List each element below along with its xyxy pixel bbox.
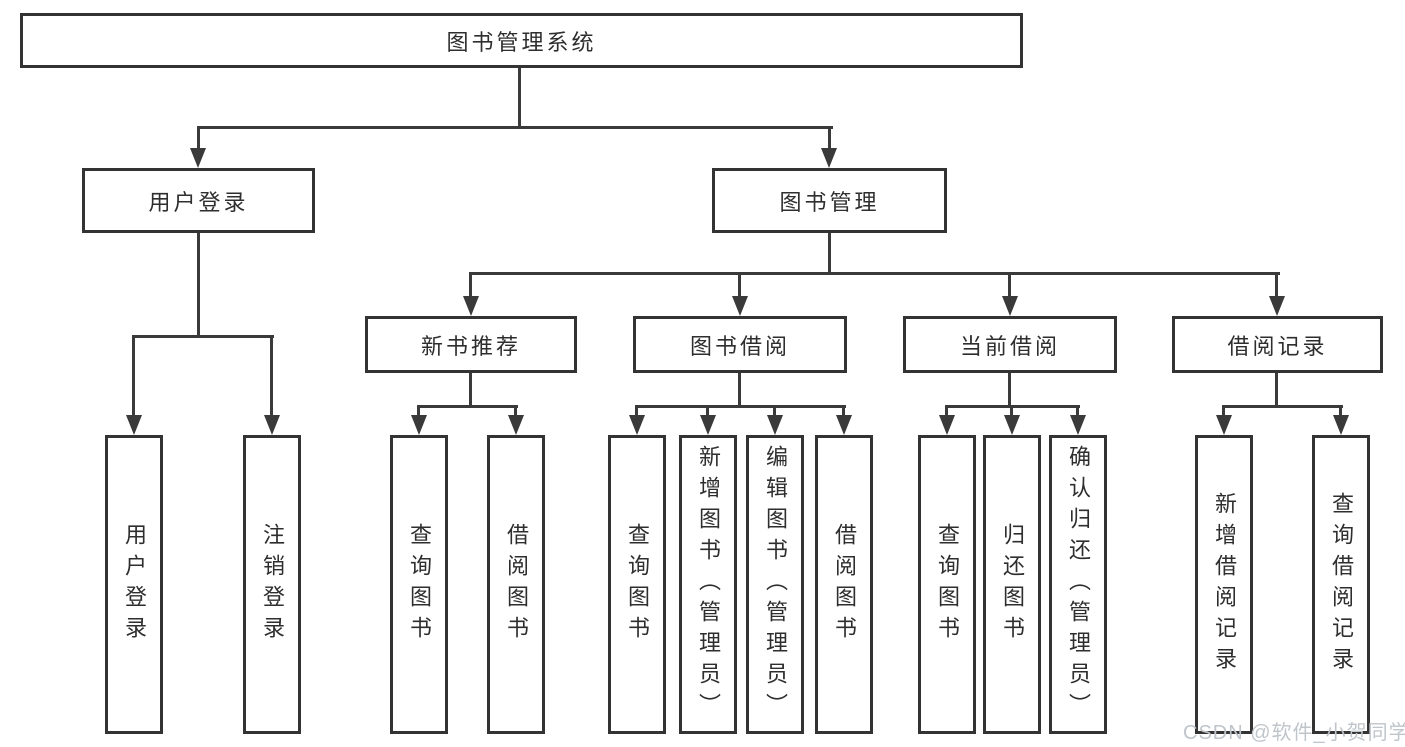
arrow-down-icon: [1002, 296, 1018, 316]
connector-line: [417, 405, 518, 408]
connector-line: [469, 373, 472, 407]
node-book-borrowing-label: 图书借阅: [689, 333, 790, 359]
leaf-query-books-3-label: 查询图书: [935, 522, 960, 647]
arrow-down-icon: [821, 148, 837, 168]
connector-line: [518, 68, 521, 129]
leaf-logout-label: 注销登录: [260, 522, 285, 647]
connector-line: [132, 335, 274, 338]
arrow-down-icon: [126, 415, 142, 435]
node-borrow-records-label: 借阅记录: [1227, 333, 1328, 359]
connector-line: [773, 405, 776, 417]
leaf-borrow-books-1: 借阅图书: [487, 435, 545, 734]
leaf-logout: 注销登录: [243, 435, 301, 734]
connector-line: [1222, 405, 1225, 417]
connector-line: [1339, 405, 1342, 417]
leaf-borrow-books-2: 借阅图书: [815, 435, 873, 734]
arrow-down-icon: [508, 415, 524, 435]
node-new-book-recommend-label: 新书推荐: [420, 333, 521, 359]
connector-line: [132, 335, 135, 418]
leaf-confirm-return-admin: 确认归还（管理员）: [1049, 435, 1107, 734]
connector-line: [635, 405, 638, 417]
leaf-return-book: 归还图书: [983, 435, 1041, 734]
node-root-label: 图书管理系统: [446, 29, 597, 55]
node-book-management-label: 图书管理: [779, 189, 880, 215]
leaf-add-book-admin-label: 新增图书（管理员）: [696, 445, 721, 724]
leaf-query-books-3: 查询图书: [918, 435, 976, 734]
connector-line: [828, 126, 831, 152]
leaf-edit-book-admin-label: 编辑图书（管理员）: [763, 445, 788, 724]
connector-line: [514, 405, 517, 417]
arrow-down-icon: [767, 415, 783, 435]
node-new-book-recommend: 新书推荐: [365, 316, 577, 373]
leaf-query-borrow-record: 查询借阅记录: [1312, 435, 1370, 734]
node-book-borrowing: 图书借阅: [633, 316, 847, 373]
connector-line: [635, 405, 846, 408]
arrow-down-icon: [939, 415, 955, 435]
leaf-return-book-label: 归还图书: [1000, 522, 1025, 647]
arrow-down-icon: [732, 296, 748, 316]
connector-line: [1008, 373, 1011, 407]
watermark: CSDN @软件_小贺同学: [1183, 722, 1405, 744]
connector-line: [945, 405, 948, 417]
arrow-down-icon: [1269, 296, 1285, 316]
connector-line: [469, 272, 472, 298]
arrow-down-icon: [1004, 415, 1020, 435]
connector-line: [738, 373, 741, 407]
arrow-down-icon: [463, 296, 479, 316]
connector-line: [417, 405, 420, 417]
arrow-down-icon: [629, 415, 645, 435]
node-book-management: 图书管理: [712, 168, 947, 233]
arrow-down-icon: [700, 415, 716, 435]
connector-line: [1010, 405, 1013, 417]
node-user-login: 用户登录: [82, 168, 315, 233]
node-user-login-label: 用户登录: [148, 189, 249, 215]
connector-line: [197, 126, 833, 129]
leaf-add-borrow-record: 新增借阅记录: [1195, 435, 1253, 734]
connector-line: [828, 233, 831, 274]
connector-line: [1275, 272, 1278, 298]
arrow-down-icon: [264, 415, 280, 435]
leaf-edit-book-admin: 编辑图书（管理员）: [746, 435, 804, 734]
connector-line: [469, 272, 1280, 275]
node-current-borrowing: 当前借阅: [903, 316, 1117, 373]
connector-line: [1076, 405, 1079, 417]
arrow-down-icon: [836, 415, 852, 435]
connector-line: [1222, 405, 1343, 408]
arrow-down-icon: [190, 148, 206, 168]
leaf-user-login: 用户登录: [105, 435, 163, 734]
connector-line: [706, 405, 709, 417]
leaf-query-books-2-label: 查询图书: [625, 522, 650, 647]
node-current-borrowing-label: 当前借阅: [959, 333, 1060, 359]
leaf-borrow-books-2-label: 借阅图书: [832, 522, 857, 647]
node-root: 图书管理系统: [20, 13, 1023, 68]
arrow-down-icon: [411, 415, 427, 435]
leaf-borrow-books-1-label: 借阅图书: [504, 522, 529, 647]
connector-line: [842, 405, 845, 417]
node-borrow-records: 借阅记录: [1172, 316, 1383, 373]
arrow-down-icon: [1216, 415, 1232, 435]
connector-line: [1008, 272, 1011, 298]
leaf-query-books-1: 查询图书: [390, 435, 448, 734]
connector-line: [738, 272, 741, 298]
arrow-down-icon: [1070, 415, 1086, 435]
leaf-user-login-label: 用户登录: [122, 522, 147, 647]
leaf-confirm-return-admin-label: 确认归还（管理员）: [1066, 445, 1091, 724]
leaf-query-books-2: 查询图书: [608, 435, 666, 734]
connector-line: [1275, 373, 1278, 407]
leaf-query-borrow-record-label: 查询借阅记录: [1329, 491, 1354, 678]
connector-line: [270, 335, 273, 418]
connector-line: [197, 126, 200, 152]
arrow-down-icon: [1333, 415, 1349, 435]
leaf-query-books-1-label: 查询图书: [407, 522, 432, 647]
connector-line: [197, 233, 200, 337]
leaf-add-borrow-record-label: 新增借阅记录: [1212, 491, 1237, 678]
leaf-add-book-admin: 新增图书（管理员）: [679, 435, 737, 734]
